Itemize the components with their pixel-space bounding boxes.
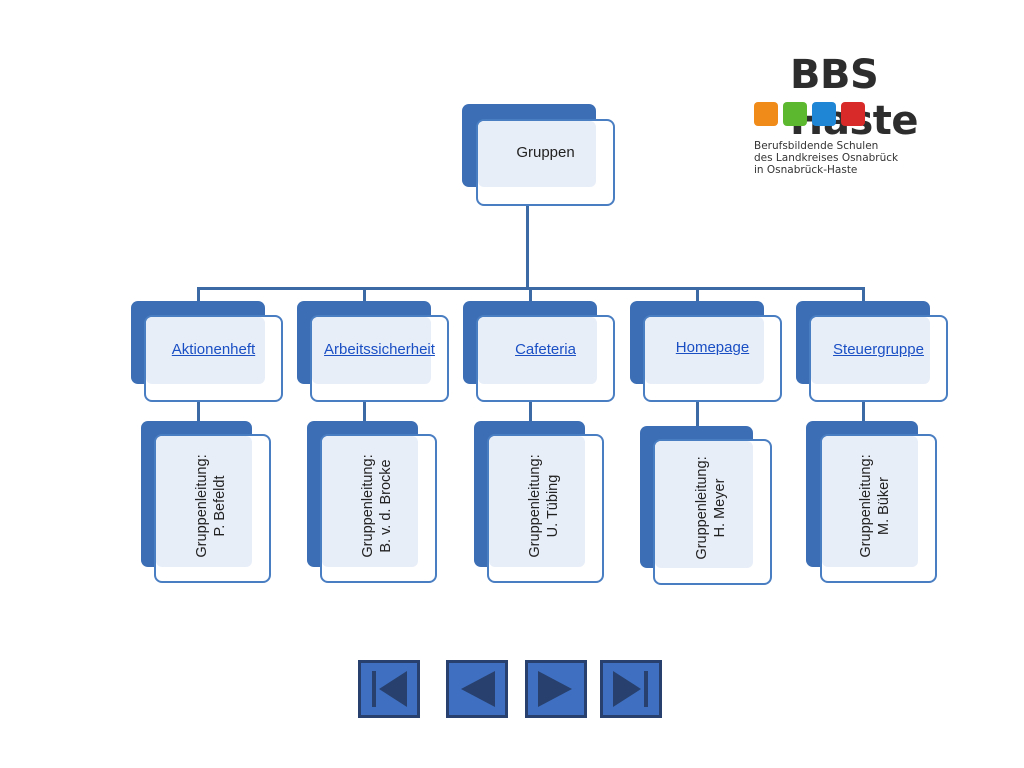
- leader-text-1: Gruppenleitung: P. Befeldt: [181, 431, 241, 581]
- leader-text-4: Gruppenleitung: H. Meyer: [681, 433, 741, 583]
- connector-drop-2: [363, 287, 366, 301]
- leader-label-4: Gruppenleitung:: [694, 456, 710, 560]
- root-label: Gruppen: [516, 144, 575, 161]
- leader-name-5: M. Büker: [876, 477, 892, 536]
- previous-button[interactable]: [446, 660, 508, 718]
- leader-node-2: Gruppenleitung: B. v. d. Brocke: [307, 421, 437, 583]
- group-link-homepage[interactable]: Homepage: [675, 339, 750, 356]
- first-button[interactable]: [358, 660, 420, 718]
- group-link-aktionenheft[interactable]: Aktionenheft: [171, 341, 256, 358]
- leader-node-3: Gruppenleitung: U. Tübing: [474, 421, 604, 583]
- root-node: Gruppen: [462, 104, 615, 207]
- group-node-arbeitssicherheit[interactable]: Arbeitssicherheit: [297, 301, 449, 402]
- leader-name-2: B. v. d. Brocke: [378, 459, 394, 553]
- leader-name-3: U. Tübing: [545, 474, 561, 538]
- group-link-cafeteria[interactable]: Cafeteria: [515, 341, 576, 358]
- next-button[interactable]: [525, 660, 587, 718]
- group-link-steuergruppe[interactable]: Steuergruppe: [833, 341, 924, 358]
- group-node-aktionenheft[interactable]: Aktionenheft: [131, 301, 283, 402]
- connector-leader-3: [529, 400, 532, 422]
- connector-leader-1: [197, 400, 200, 422]
- next-icon: [538, 671, 572, 707]
- logo-title: BBS Haste: [790, 52, 919, 144]
- connector-drop-4: [696, 287, 699, 301]
- leader-node-4: Gruppenleitung: H. Meyer: [640, 426, 772, 585]
- logo-subtitle-line-2: des Landkreises Osnabrück: [754, 152, 899, 164]
- last-icon: [613, 671, 648, 707]
- logo-square-blue: [812, 102, 836, 126]
- leader-node-5: Gruppenleitung: M. Büker: [806, 421, 937, 583]
- connector-leader-4: [696, 400, 699, 427]
- last-button[interactable]: [600, 660, 662, 718]
- group-node-steuergruppe[interactable]: Steuergruppe: [796, 301, 948, 402]
- connector-leader-2: [363, 400, 366, 422]
- leader-label-2: Gruppenleitung:: [360, 454, 376, 558]
- leader-label-3: Gruppenleitung:: [527, 454, 543, 558]
- connector-drop-1: [197, 287, 200, 301]
- logo-square-red: [841, 102, 865, 126]
- logo-square-green: [783, 102, 807, 126]
- previous-icon: [461, 671, 495, 707]
- group-node-homepage[interactable]: Homepage: [630, 301, 782, 402]
- connector-drop-5: [862, 287, 865, 301]
- leader-label-5: Gruppenleitung:: [858, 454, 874, 558]
- logo-square-orange: [754, 102, 778, 126]
- first-icon: [372, 671, 407, 707]
- group-node-cafeteria[interactable]: Cafeteria: [463, 301, 615, 402]
- bbs-haste-logo: BBS Haste Berufsbildende Schulen des Lan…: [750, 52, 1000, 182]
- connector-root-down: [526, 205, 529, 289]
- leader-node-1: Gruppenleitung: P. Befeldt: [141, 421, 271, 583]
- leader-name-1: P. Befeldt: [212, 475, 228, 537]
- logo-subtitle-line-3: in Osnabrück-Haste: [754, 164, 858, 176]
- leader-label-1: Gruppenleitung:: [194, 454, 210, 558]
- leader-text-5: Gruppenleitung: M. Büker: [845, 431, 905, 581]
- logo-subtitle-line-1: Berufsbildende Schulen: [754, 140, 879, 152]
- group-link-arbeitssicherheit[interactable]: Arbeitssicherheit: [324, 341, 435, 358]
- connector-drop-3: [529, 287, 532, 301]
- connector-leader-5: [862, 400, 865, 422]
- leader-text-2: Gruppenleitung: B. v. d. Brocke: [347, 431, 407, 581]
- leader-text-3: Gruppenleitung: U. Tübing: [514, 431, 574, 581]
- leader-name-4: H. Meyer: [712, 478, 728, 538]
